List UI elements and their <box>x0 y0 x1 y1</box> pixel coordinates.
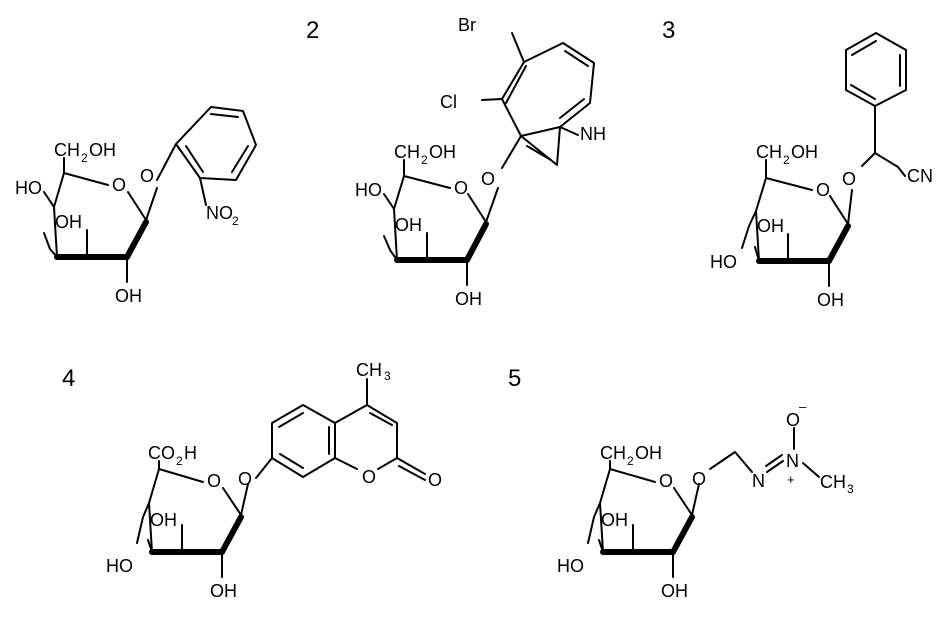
c2-ring-oxygen: O <box>454 178 468 198</box>
c2-ch2-label: CH <box>394 142 420 162</box>
c3-ch2-sub: 2 <box>783 153 790 167</box>
compound-1-structure: CH 2 OH HO OH OH O O NO 2 <box>15 106 257 306</box>
c4-carboxyl-h: H <box>184 443 197 463</box>
compound-number-2: 2 <box>306 17 319 44</box>
c4-ho-label: HO <box>106 556 133 576</box>
c4-glycosidic-oxygen: O <box>238 469 252 489</box>
c5-ho-label: HO <box>557 556 584 576</box>
c1-nitro-sub: 2 <box>232 214 239 228</box>
c3-oh-mid: OH <box>757 216 784 236</box>
compound-5-structure: CH 2 OH HO OH OH O O N N + O – CH 3 <box>557 399 854 601</box>
c4-carbonyl-oxygen: O <box>428 470 442 490</box>
c5-ch2oh-oh: OH <box>635 443 662 463</box>
c1-ring-oxygen: O <box>112 175 126 195</box>
c2-oh-bottom: OH <box>455 289 482 309</box>
compound-number-5: 5 <box>508 365 521 392</box>
c4-methyl-ch: CH <box>356 360 382 380</box>
c3-ring-oxygen: O <box>816 180 830 200</box>
c3-nitrile-label: CN <box>907 166 933 186</box>
c5-azoxy-nitrogen: N <box>786 451 799 471</box>
compound-number-4: 4 <box>62 365 75 392</box>
c4-methyl-sub: 3 <box>384 369 391 383</box>
c4-lactone-oxygen: O <box>362 467 376 487</box>
c1-ch2-sub: 2 <box>81 151 88 165</box>
c4-oh-bottom: OH <box>210 581 237 601</box>
c5-minus-charge: – <box>799 399 807 414</box>
c1-ch2oh-oh: OH <box>89 140 116 160</box>
c1-oh-bottom: OH <box>115 286 142 306</box>
c5-glycosidic-oxygen: O <box>692 469 706 489</box>
c2-ch2oh-oh: OH <box>429 142 456 162</box>
compound-number-3: 3 <box>662 17 675 44</box>
c2-bromo-label: Br <box>458 15 476 35</box>
c3-ch2oh-oh: OH <box>791 142 818 162</box>
c4-oh-mid: OH <box>150 510 177 530</box>
c5-oxide-oxygen: O <box>786 410 800 430</box>
c1-ho-label: HO <box>15 178 42 198</box>
c1-glycosidic-oxygen: O <box>140 166 154 186</box>
c5-oh-mid: OH <box>601 510 628 530</box>
compound-4-structure: CO 2 H HO OH OH O O CH 3 O O <box>106 360 442 601</box>
c4-ring-oxygen: O <box>207 471 221 491</box>
c2-ho-label: HO <box>355 180 382 200</box>
c5-ch2-label: CH <box>600 443 626 463</box>
c3-ch2-label: CH <box>756 142 782 162</box>
c5-oh-bottom: OH <box>661 581 688 601</box>
c4-carboxyl-sub: 2 <box>176 454 183 468</box>
compound-2-structure: Br Cl NH CH 2 OH HO OH OH O O <box>355 15 606 309</box>
compound-3-structure: CH 2 OH HO OH OH O O CN <box>710 32 933 310</box>
c1-oh-mid: OH <box>55 212 82 232</box>
c5-azo-nitrogen: N <box>752 471 765 491</box>
c2-chloro-label: Cl <box>440 92 457 112</box>
c2-glycosidic-oxygen: O <box>481 169 495 189</box>
c4-carboxyl-co: CO <box>148 443 175 463</box>
c2-ch2-sub: 2 <box>421 153 428 167</box>
c5-methyl-sub: 3 <box>847 482 854 496</box>
c1-nitro-label: NO <box>206 203 233 223</box>
c5-methyl-ch: CH <box>820 472 846 492</box>
c3-oh-bottom: OH <box>817 290 844 310</box>
c5-ch2-sub: 2 <box>627 454 634 468</box>
c3-glycosidic-oxygen: O <box>842 169 856 189</box>
c5-ring-oxygen: O <box>659 471 673 491</box>
c3-ho-label: HO <box>710 252 737 272</box>
c2-nh-label: NH <box>580 124 606 144</box>
c5-plus-charge: + <box>787 472 795 487</box>
c1-ch2-label: CH <box>54 140 80 160</box>
c2-oh-mid: OH <box>395 215 422 235</box>
